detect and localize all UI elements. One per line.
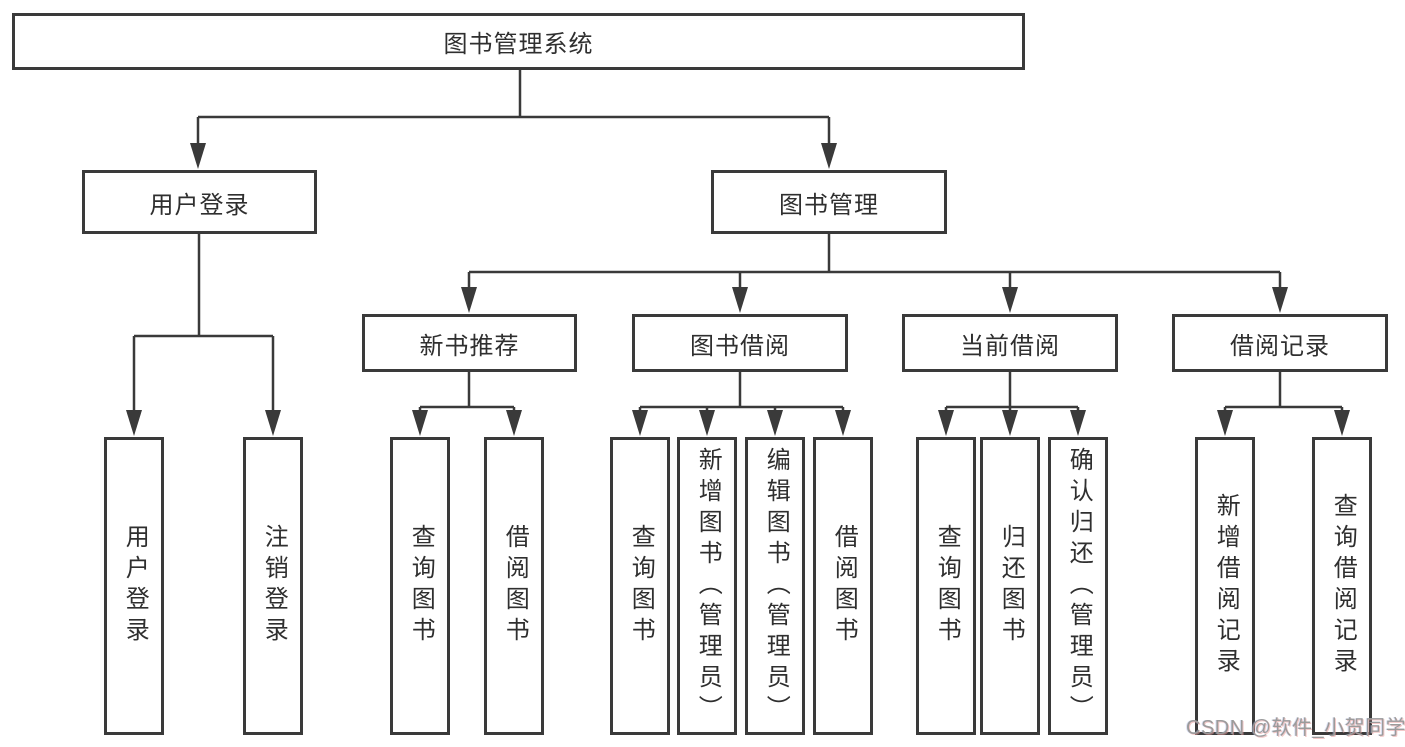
node-book-management-label: 图书管理 bbox=[779, 191, 879, 219]
leaf-borrowing-add-book-admin-label: 新增图书（管理员） bbox=[694, 446, 722, 726]
leaf-newbook-query-book: 查询图书 bbox=[390, 437, 450, 735]
leaf-current-confirm-return-admin: 确认归还（管理员） bbox=[1048, 437, 1108, 735]
leaf-records-query-record-label: 查询借阅记录 bbox=[1329, 493, 1357, 679]
leaf-records-add-record-label: 新增借阅记录 bbox=[1212, 493, 1240, 679]
node-new-book-recommend: 新书推荐 bbox=[362, 314, 577, 372]
node-book-borrowing-label: 图书借阅 bbox=[690, 332, 790, 360]
arrowheads bbox=[126, 143, 1350, 436]
node-book-borrowing: 图书借阅 bbox=[632, 314, 848, 372]
leaf-current-return-book-label: 归还图书 bbox=[997, 524, 1025, 648]
leaf-current-confirm-return-admin-label: 确认归还（管理员） bbox=[1065, 446, 1093, 726]
leaf-borrowing-edit-book-admin: 编辑图书（管理员） bbox=[745, 437, 805, 735]
leaf-newbook-query-book-label: 查询图书 bbox=[407, 524, 435, 648]
leaf-borrowing-query-book-label: 查询图书 bbox=[627, 524, 655, 648]
node-current-borrowing: 当前借阅 bbox=[902, 314, 1118, 372]
leaf-borrowing-edit-book-admin-label: 编辑图书（管理员） bbox=[762, 446, 790, 726]
node-current-borrowing-label: 当前借阅 bbox=[960, 332, 1060, 360]
leaf-borrowing-add-book-admin: 新增图书（管理员） bbox=[677, 437, 737, 735]
leaf-newbook-borrow-book-label: 借阅图书 bbox=[501, 524, 529, 648]
node-root-system-label: 图书管理系统 bbox=[443, 31, 594, 58]
csdn-watermark: CSDN @软件_小贺同学 bbox=[1186, 717, 1405, 739]
node-borrowing-records-label: 借阅记录 bbox=[1230, 332, 1330, 360]
leaf-borrowing-query-book: 查询图书 bbox=[610, 437, 670, 735]
node-borrowing-records: 借阅记录 bbox=[1172, 314, 1388, 372]
leaf-logout: 注销登录 bbox=[243, 437, 303, 735]
leaf-borrowing-borrow-book: 借阅图书 bbox=[813, 437, 873, 735]
leaf-newbook-borrow-book: 借阅图书 bbox=[484, 437, 544, 735]
node-root-system: 图书管理系统 bbox=[12, 13, 1025, 70]
leaf-logout-label: 注销登录 bbox=[260, 524, 288, 648]
leaf-current-query-book: 查询图书 bbox=[916, 437, 976, 735]
leaf-user-login-label: 用户登录 bbox=[121, 524, 149, 648]
leaf-current-return-book: 归还图书 bbox=[980, 437, 1040, 735]
leaf-current-query-book-label: 查询图书 bbox=[933, 524, 961, 648]
node-user-login-label: 用户登录 bbox=[149, 191, 250, 219]
node-book-management: 图书管理 bbox=[711, 170, 947, 234]
node-new-book-recommend-label: 新书推荐 bbox=[419, 332, 520, 360]
node-user-login: 用户登录 bbox=[82, 170, 317, 234]
leaf-borrowing-borrow-book-label: 借阅图书 bbox=[830, 524, 858, 648]
leaf-user-login: 用户登录 bbox=[104, 437, 164, 735]
leaf-records-add-record: 新增借阅记录 bbox=[1195, 437, 1255, 735]
leaf-records-query-record: 查询借阅记录 bbox=[1312, 437, 1372, 735]
